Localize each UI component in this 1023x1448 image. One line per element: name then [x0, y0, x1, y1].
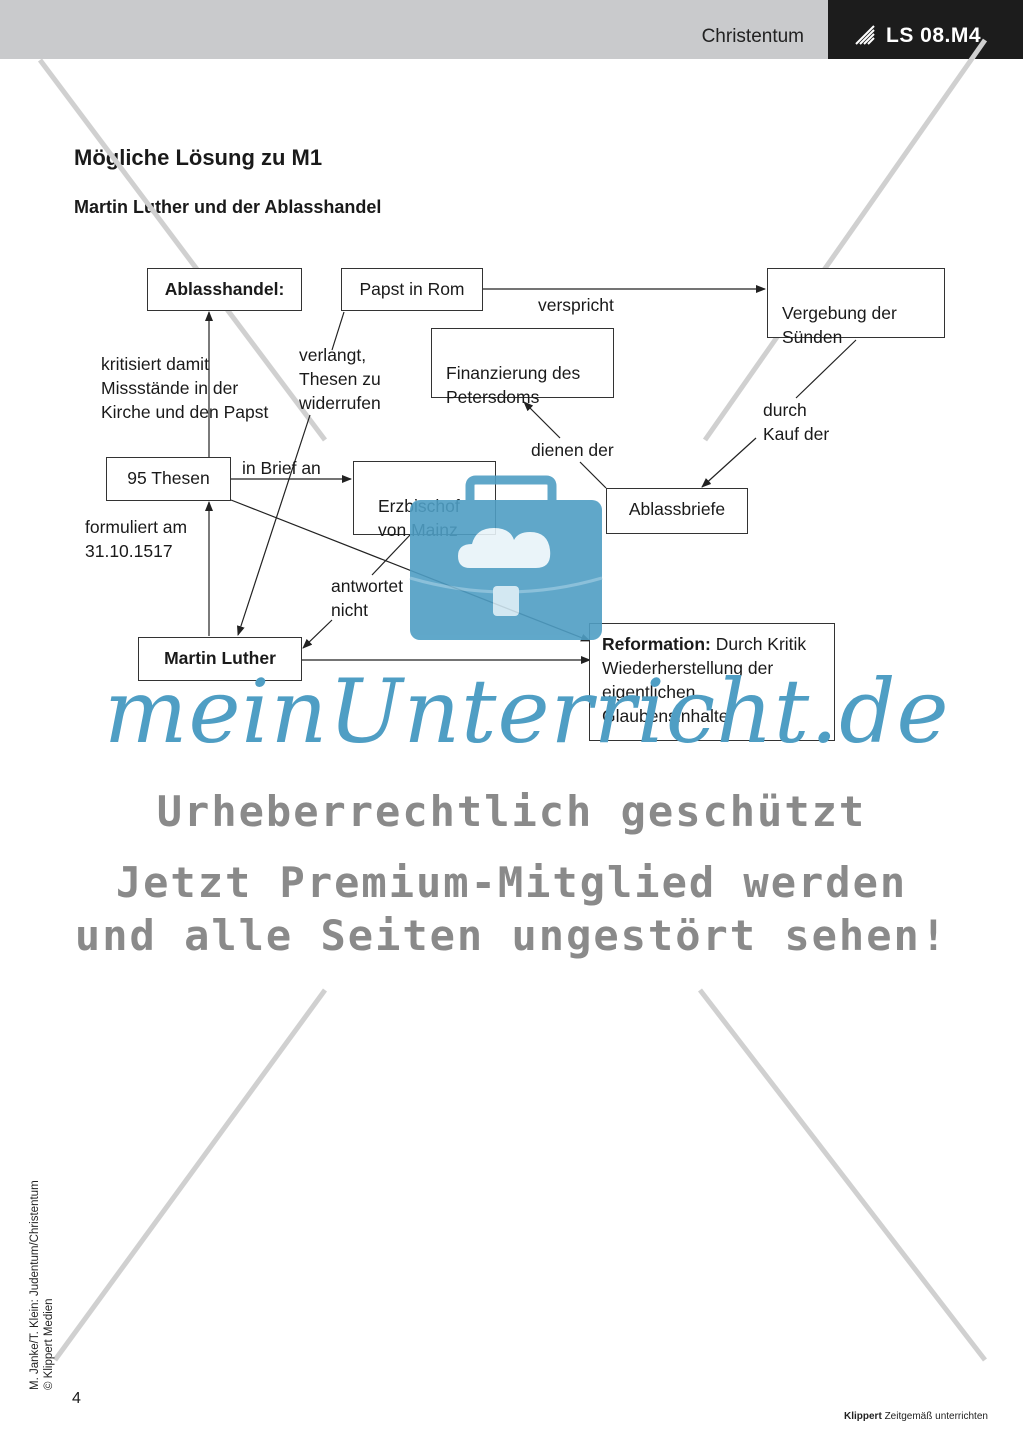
- node-erzbischof: Erzbischof von Mainz: [353, 461, 496, 540]
- footer-tagline: Zeitgemäß unterrichten: [884, 1411, 988, 1422]
- label-kritisiert: kritisiert damit Missstände in der Kirch…: [101, 354, 269, 422]
- node-reformation-heading: Reformation:: [602, 634, 711, 654]
- node-ablasshandel-label: Ablasshandel:: [164, 279, 285, 299]
- label-dienen: dienen der: [531, 440, 614, 460]
- label-antwortet: antwortet nicht: [331, 576, 403, 620]
- label-verlangt: verlangt, Thesen zu widerrufen: [299, 345, 381, 413]
- watermark-line-2: Jetzt Premium-Mitglied werden: [115, 858, 908, 907]
- header-code-block: LS 08.M4: [828, 0, 1023, 59]
- node-ablassbriefe: Ablassbriefe: [606, 488, 748, 534]
- node-finanzierung: Finanzierung des Petersdoms: [431, 328, 614, 407]
- label-formuliert: formuliert am 31.10.1517: [85, 517, 188, 561]
- side-credit: M. Janke/T. Klein: Judentum/Christentum …: [29, 1180, 55, 1390]
- edge-papst-luther: [331, 311, 345, 351]
- footer-brand-name: Klippert: [844, 1411, 882, 1422]
- watermark-line-3: und alle Seiten ungestört sehen!: [74, 911, 949, 960]
- node-vergebung-label: Vergebung der Sünden: [782, 303, 897, 347]
- node-finanzierung-label: Finanzierung des Petersdoms: [446, 363, 581, 407]
- edge-erzbischof-luther: [371, 534, 411, 576]
- lesson-code: LS 08.M4: [886, 24, 982, 47]
- node-luther-label: Martin Luther: [164, 648, 276, 668]
- node-reformation-text: Durch Kritik Wiederherstellung der eigen…: [602, 634, 807, 726]
- node-thesen-label: 95 Thesen: [127, 468, 210, 488]
- edge-vergebung-ablassbriefe: [795, 339, 857, 399]
- label-durch-kauf: durch Kauf der: [763, 400, 830, 444]
- node-ablasshandel: Ablasshandel:: [147, 268, 302, 311]
- node-ablassbriefe-label: Ablassbriefe: [628, 499, 726, 519]
- node-erzbischof-label: Erzbischof von Mainz: [378, 496, 460, 540]
- label-in-brief: in Brief an: [242, 458, 321, 478]
- node-papst: Papst in Rom: [341, 268, 483, 311]
- node-thesen: 95 Thesen: [106, 457, 231, 501]
- node-vergebung: Vergebung der Sünden: [767, 268, 945, 347]
- header-bar: Christentum: [0, 0, 828, 59]
- node-reformation: Reformation: Durch Kritik Wiederherstell…: [589, 623, 835, 741]
- watermark-logo: meinUnterricht.de: [104, 660, 950, 763]
- node-luther: Martin Luther: [138, 637, 302, 681]
- label-verspricht: verspricht: [538, 295, 614, 315]
- edge-ablassbriefe-finanzierung: [579, 461, 607, 489]
- klippert-logo-icon: [855, 25, 875, 45]
- page-subtitle: Martin Luther und der Ablasshandel: [74, 197, 382, 217]
- page-number: 4: [72, 1390, 81, 1407]
- footer-brand: Klippert Zeitgemäß unterrichten: [844, 1411, 988, 1422]
- node-papst-label: Papst in Rom: [359, 279, 465, 299]
- watermark-line-1: Urheberrechtlich geschützt: [156, 787, 867, 836]
- header-subject: Christentum: [701, 26, 804, 47]
